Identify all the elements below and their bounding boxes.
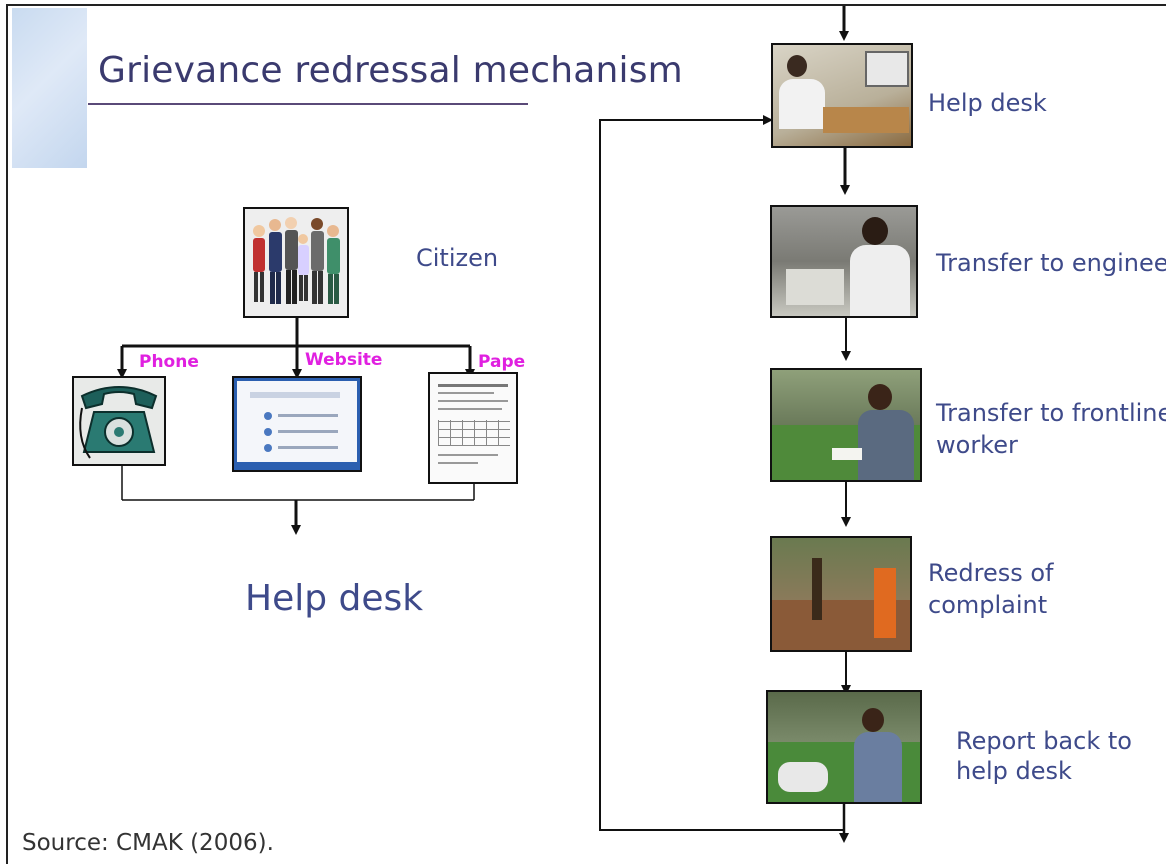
frontline-worker-photo bbox=[770, 368, 922, 482]
step-redress-label-line2: complaint bbox=[928, 591, 1048, 619]
website-channel-label: Website bbox=[305, 350, 383, 370]
step-help-desk-label: Help desk bbox=[928, 89, 1047, 117]
step-frontline-label-line2: worker bbox=[936, 431, 1018, 459]
page-title: Grievance redressal mechanism bbox=[98, 50, 683, 91]
corner-decoration bbox=[12, 8, 87, 168]
website-screenshot-image bbox=[232, 376, 362, 472]
helpdesk-destination-label: Help desk bbox=[245, 578, 424, 619]
redress-photo bbox=[770, 536, 912, 652]
step-redress-label-line1: Redress of bbox=[928, 559, 1054, 587]
report-back-photo bbox=[766, 690, 922, 804]
engineer-photo bbox=[770, 205, 918, 318]
title-underline bbox=[88, 103, 528, 105]
source-citation: Source: CMAK (2006). bbox=[22, 830, 274, 856]
phone-channel-label: Phone bbox=[139, 352, 199, 372]
citizen-group-image bbox=[243, 207, 349, 318]
telephone-image bbox=[72, 376, 166, 466]
step-engineer-label: Transfer to engineer bbox=[936, 249, 1166, 277]
paper-form-image bbox=[428, 372, 518, 484]
step-report-label-line2: help desk bbox=[956, 757, 1072, 785]
paper-channel-label: Paper bbox=[478, 352, 526, 372]
step-report-label-line1: Report back to bbox=[956, 727, 1132, 755]
help-desk-photo bbox=[771, 43, 913, 148]
citizen-label: Citizen bbox=[416, 244, 499, 272]
slide-frame bbox=[6, 4, 1166, 864]
feedback-loop-line bbox=[599, 115, 844, 831]
step-frontline-label-line1: Transfer to frontline bbox=[936, 399, 1166, 427]
